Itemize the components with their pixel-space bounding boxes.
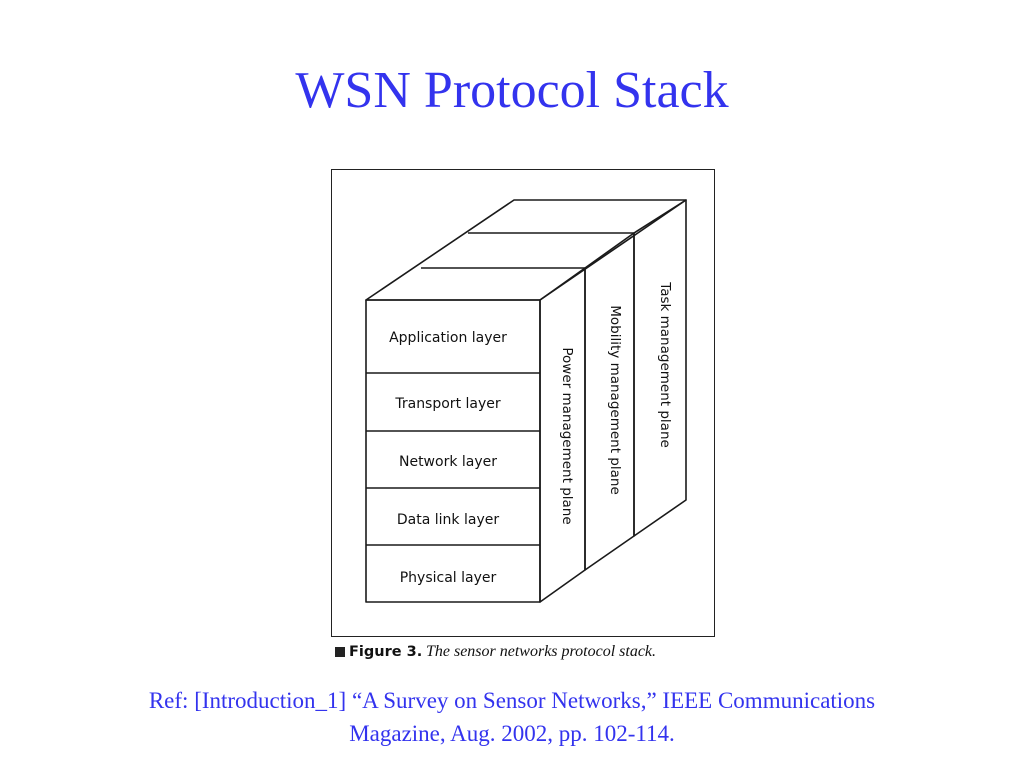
reference-line-2: Magazine, Aug. 2002, pp. 102-114. (349, 721, 675, 746)
reference-citation: Ref: [Introduction_1] “A Survey on Senso… (0, 684, 1024, 750)
caption-marker (335, 647, 345, 657)
slide-title: WSN Protocol Stack (295, 62, 729, 119)
stack-top-face (365, 199, 687, 301)
plane-label-power: Power management plane (559, 347, 575, 524)
caption-text: The sensor networks protocol stack. (425, 643, 657, 660)
figure-frame (331, 169, 715, 637)
figure-caption: Figure 3. The sensor networks protocol s… (335, 643, 715, 661)
layer-label-physical: Physical layer (400, 570, 497, 586)
layer-label-network: Network layer (399, 454, 497, 470)
plane-label-mobility: Mobility management plane (607, 305, 623, 494)
layer-label-data-link: Data link layer (397, 512, 499, 528)
caption-label: Figure 3. (349, 644, 423, 660)
layer-label-application: Application layer (389, 330, 507, 346)
plane-label-task: Task management plane (657, 281, 673, 448)
layer-label-transport: Transport layer (394, 396, 501, 412)
task-plane-face (633, 199, 687, 537)
reference-line-1: Ref: [Introduction_1] “A Survey on Senso… (148, 688, 876, 713)
